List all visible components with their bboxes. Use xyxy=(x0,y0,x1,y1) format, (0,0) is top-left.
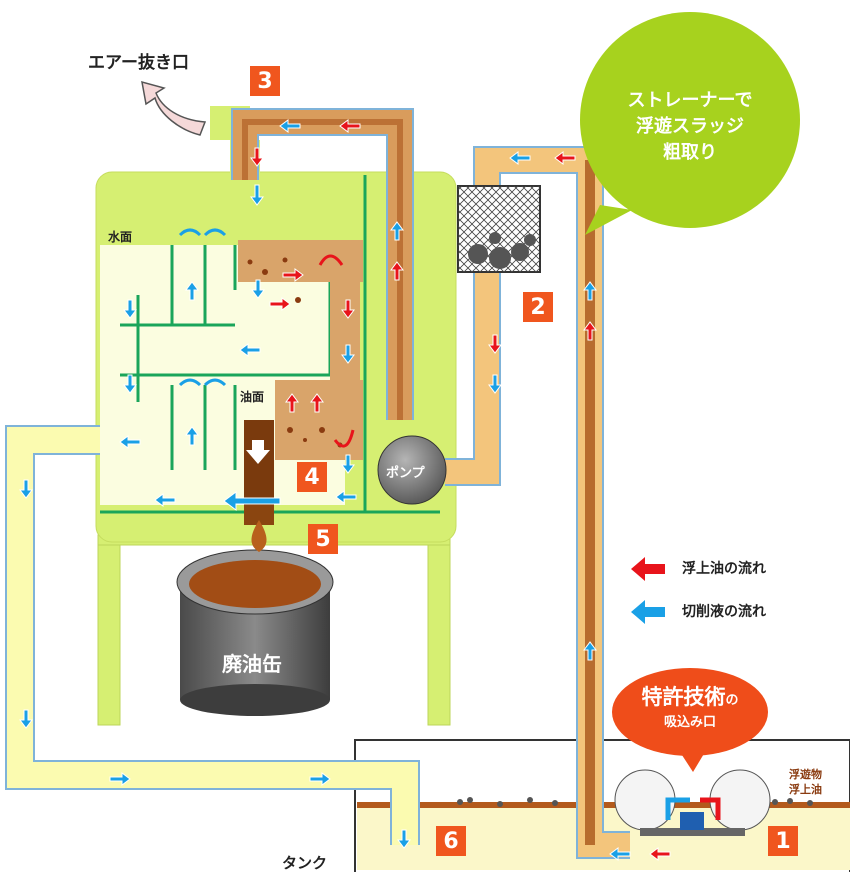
pump xyxy=(377,435,447,505)
legend-arrows xyxy=(631,557,665,624)
waste-can-label: 廃油缶 xyxy=(222,652,282,676)
intake-device xyxy=(457,769,813,836)
patent-suffix: の xyxy=(725,693,739,708)
coolant-flow-arrows xyxy=(19,119,631,861)
step-6-badge: 6 xyxy=(436,826,466,856)
callout-bubble xyxy=(580,12,800,235)
step-5-badge: 5 xyxy=(308,524,338,554)
oil-surface-label: 油面 xyxy=(240,390,265,404)
bubble-line-1: ストレーナーで xyxy=(627,90,753,111)
legend-oil-label: 浮上油の流れ xyxy=(682,561,766,577)
step-2-badge: 2 xyxy=(523,292,553,322)
patent-text: 特許技術の 吸込み口 xyxy=(612,684,768,732)
oil-drain-arrow xyxy=(246,440,270,464)
strainer xyxy=(457,185,541,273)
air-vent-label: エアー抜き口 xyxy=(88,53,189,73)
water-surface-label: 水面 xyxy=(108,230,133,244)
bubble-line-3: 粗取り xyxy=(663,142,717,163)
intake-label: 吸込み口 xyxy=(663,715,716,730)
step-1-badge: 1 xyxy=(768,826,798,856)
floating-label: 浮遊物 xyxy=(789,768,822,781)
pump-label: ポンプ xyxy=(386,466,425,481)
tank-label: タンク xyxy=(282,854,328,872)
step-3-badge: 3 xyxy=(250,66,280,96)
waste-can xyxy=(176,520,334,716)
floating-oil-label: 浮上油 xyxy=(789,783,822,796)
patent-title: 特許技術 xyxy=(641,685,726,709)
bubble-text: ストレーナーで 浮遊スラッジ 粗取り xyxy=(590,88,790,166)
air-vent-arrow xyxy=(141,80,207,136)
oil-flow-arrows xyxy=(250,119,671,861)
pipes xyxy=(5,108,630,859)
patent-badge xyxy=(612,668,768,772)
bubble-line-2: 浮遊スラッジ xyxy=(636,116,744,137)
legend-coolant-label: 切削液の流れ xyxy=(682,604,766,620)
step-4-badge: 4 xyxy=(297,462,327,492)
